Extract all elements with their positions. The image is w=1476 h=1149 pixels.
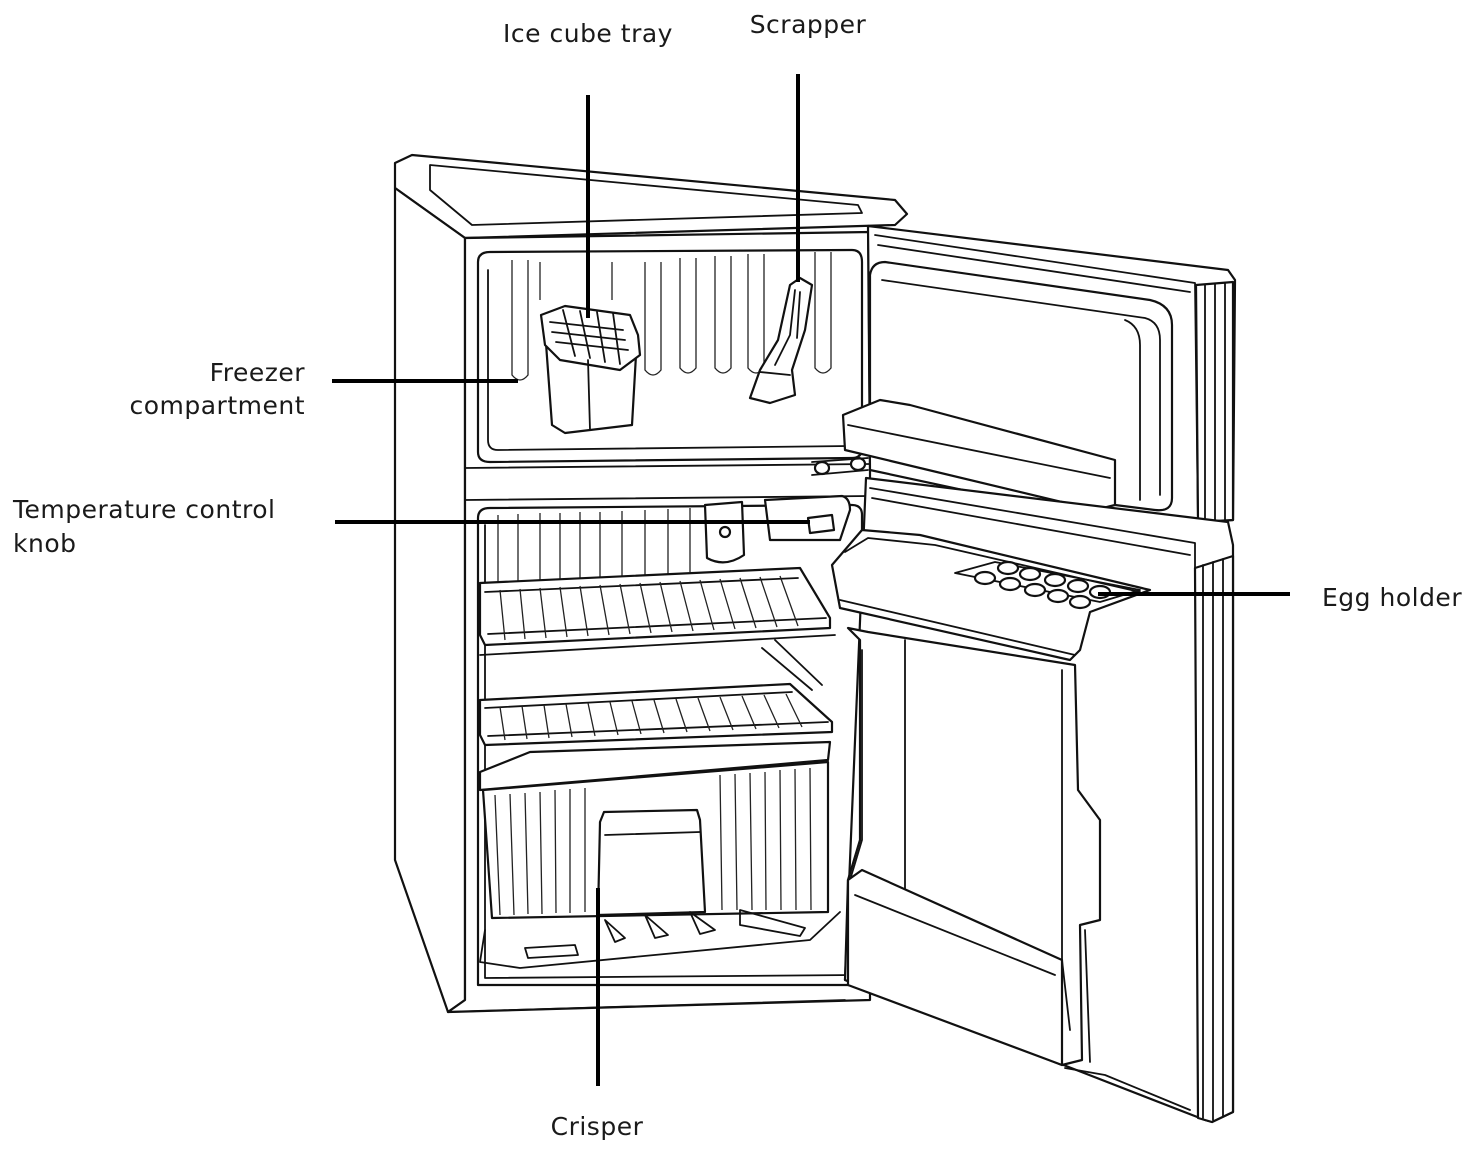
label-egg-holder: Egg holder [1322,583,1462,612]
fridge-door [830,476,1235,1124]
fridge-fins [497,508,691,585]
label-ice-cube-tray: Ice cube tray [503,19,673,48]
label-crisper: Crisper [551,1112,644,1141]
leader-lines [332,74,1290,1086]
upper-shelf [478,566,836,656]
crisper-drawer [478,740,841,969]
freezer-fins [511,252,832,381]
label-scrapper: Scrapper [750,10,867,39]
ice-cube-tray-object [539,304,642,435]
label-freezer-line1: Freezer [210,358,306,387]
lower-shelf [478,639,834,747]
labels: Ice cube tray Scrapper Freezer compartme… [12,10,1462,1141]
label-temperature-line2: knob [13,529,77,558]
freezer-door [811,224,1237,542]
temperature-control-housing [703,494,852,564]
label-freezer-line2: compartment [129,391,305,420]
label-temperature-line1: Temperature control [12,495,275,524]
scrapper-object [748,276,814,405]
